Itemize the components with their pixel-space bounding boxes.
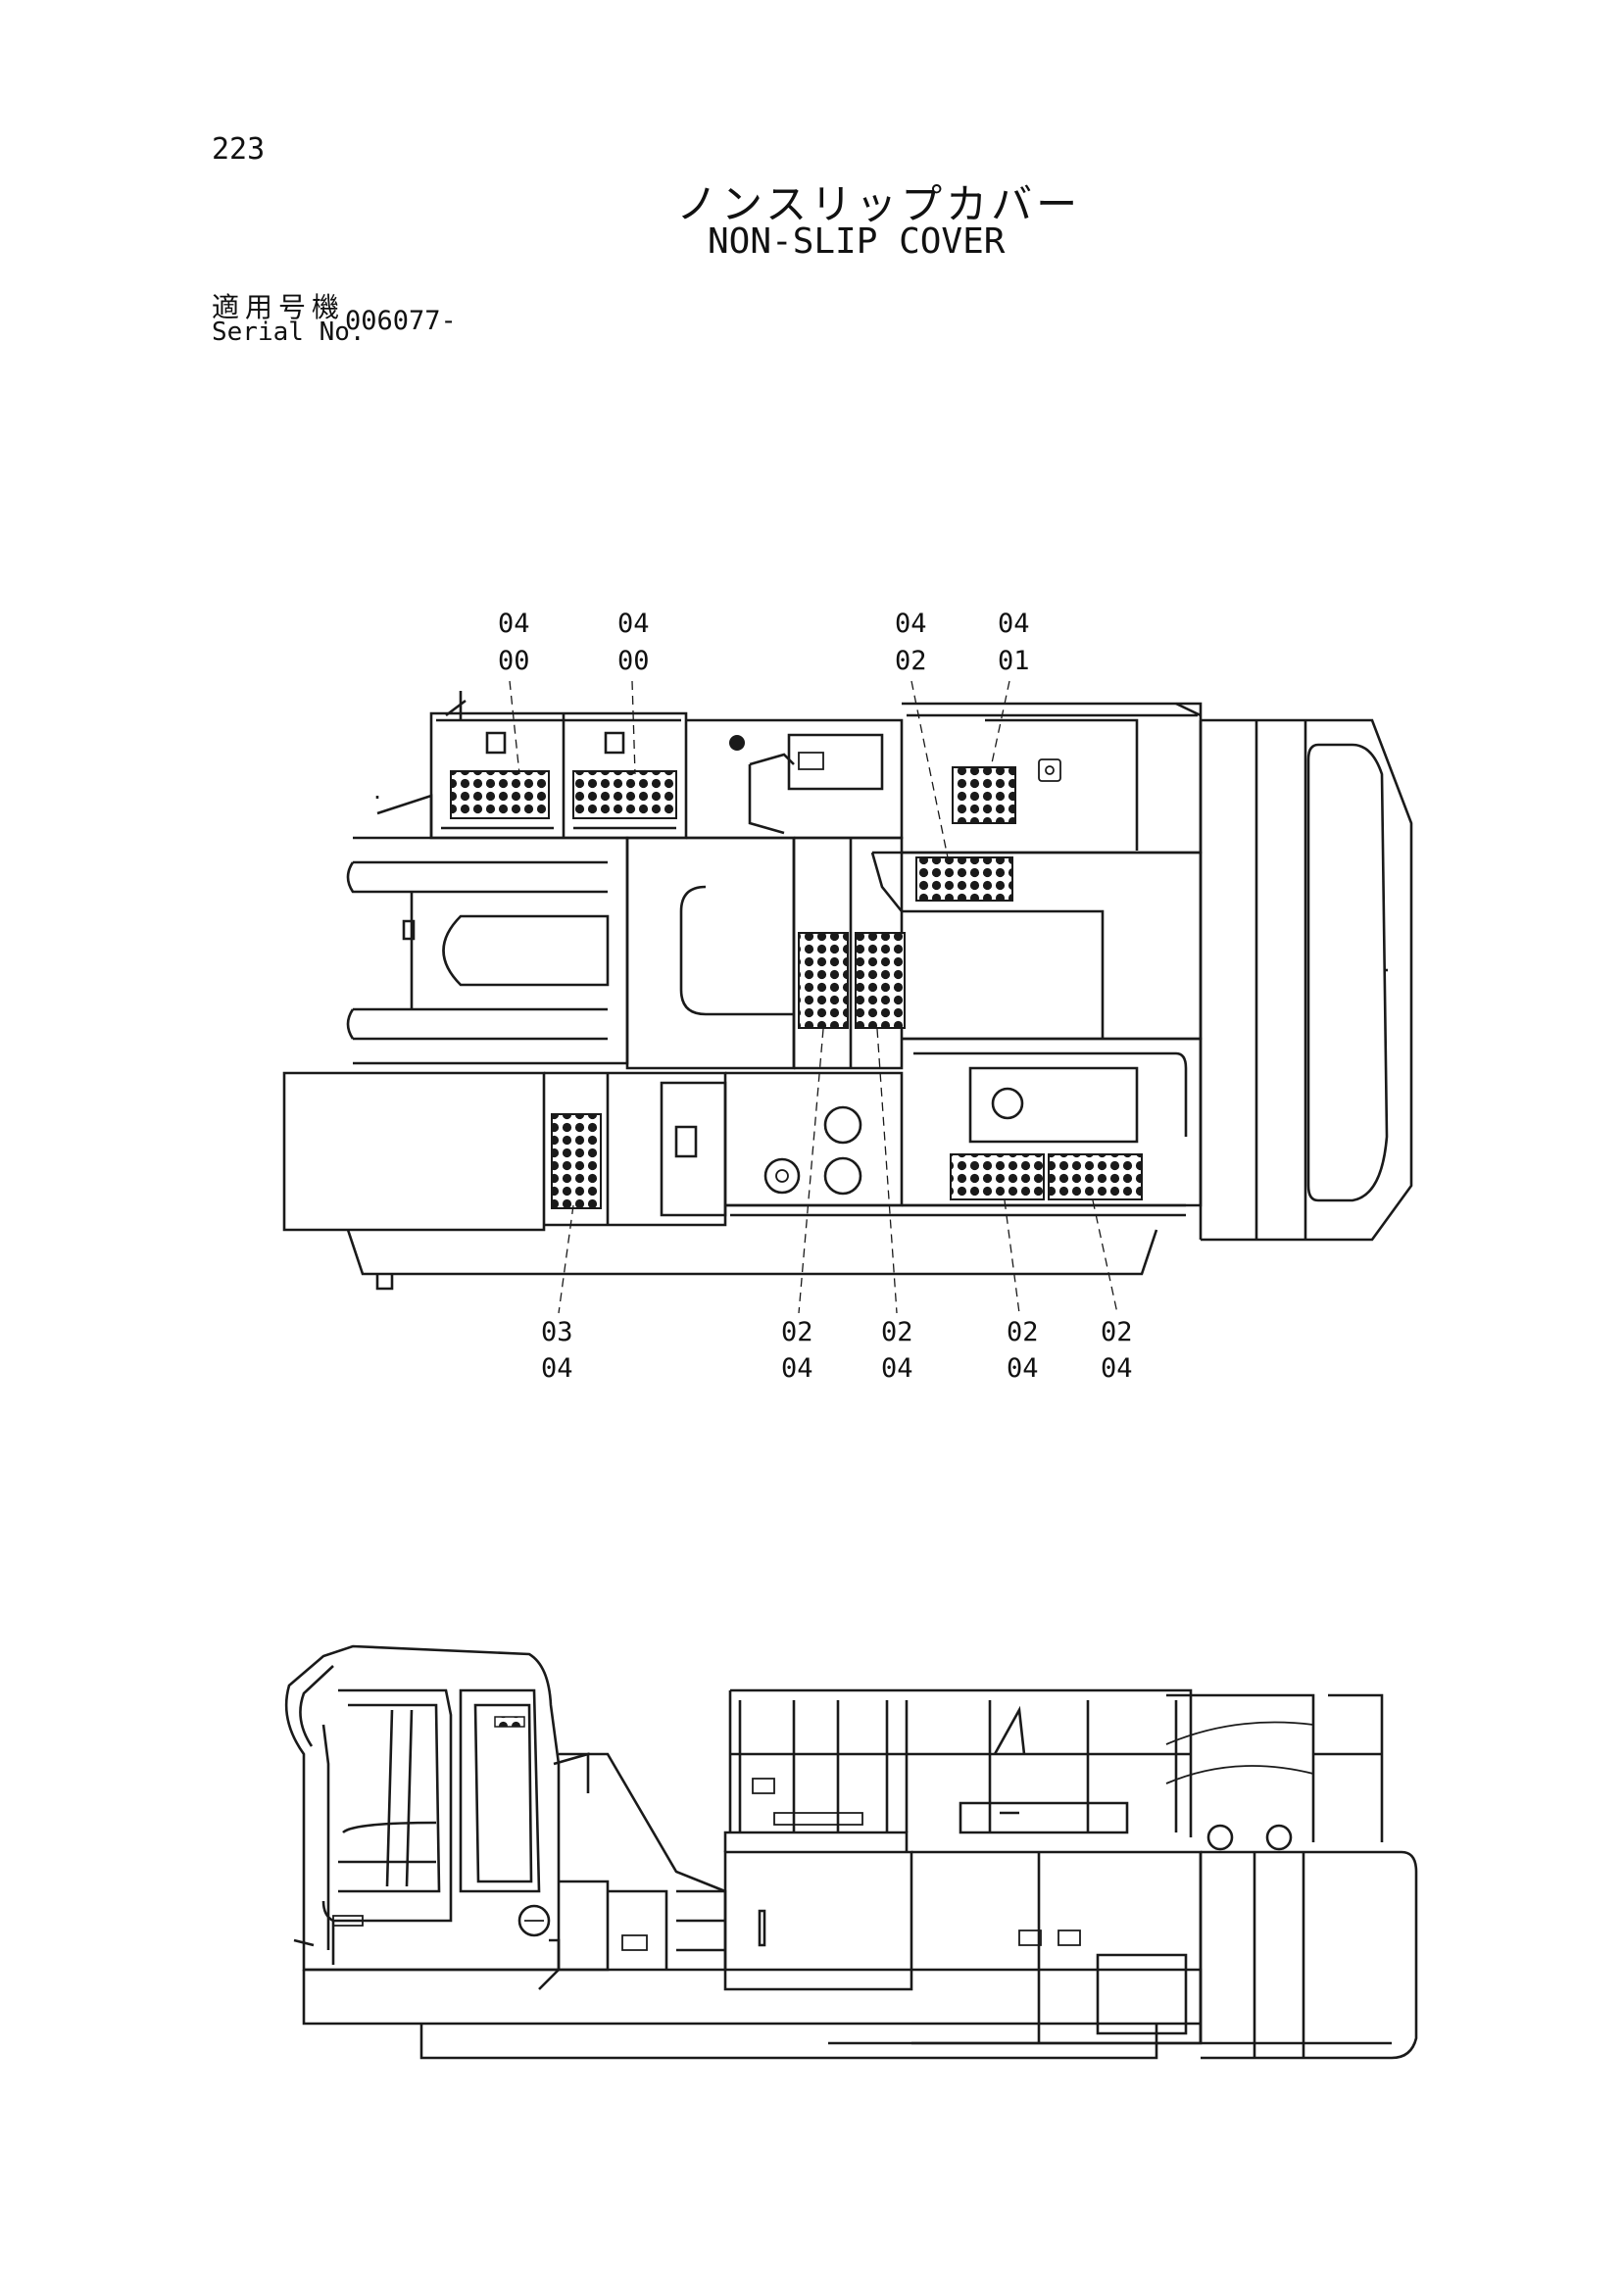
non-slip-plate bbox=[572, 770, 677, 819]
callout-label: 04 bbox=[998, 609, 1030, 639]
non-slip-plate bbox=[855, 932, 906, 1029]
top-view-drawing bbox=[282, 691, 1413, 1291]
page-title-japanese: ノンスリップカバー bbox=[676, 180, 1082, 228]
callout-label: 04 bbox=[881, 1353, 913, 1384]
callout-leaders-top bbox=[509, 680, 1010, 863]
callout-label: 00 bbox=[498, 646, 530, 676]
callout-label: 04 bbox=[781, 1353, 813, 1384]
non-slip-plate bbox=[798, 932, 849, 1029]
callout-label: 02 bbox=[1101, 1317, 1133, 1347]
callout-label: 02 bbox=[895, 646, 927, 676]
non-slip-plate bbox=[450, 770, 550, 819]
callout-label: 00 bbox=[617, 646, 650, 676]
non-slip-plate bbox=[915, 856, 1013, 902]
callout-label: 04 bbox=[895, 609, 927, 639]
callout-leaders-bottom bbox=[558, 1028, 1118, 1314]
page-number: 223 bbox=[212, 132, 266, 167]
callout-label: 04 bbox=[617, 609, 650, 639]
callouts-bottom: 03 04 02 04 02 04 02 04 02 04 bbox=[541, 1317, 1133, 1384]
callout-label: 04 bbox=[541, 1353, 573, 1384]
callout-label: 01 bbox=[998, 646, 1030, 676]
non-slip-plate bbox=[950, 1153, 1045, 1200]
non-slip-plate bbox=[551, 1113, 602, 1209]
callout-label: 04 bbox=[1101, 1353, 1133, 1384]
callout-label: 02 bbox=[1007, 1317, 1039, 1347]
callout-label: 02 bbox=[881, 1317, 913, 1347]
non-slip-plate bbox=[1048, 1153, 1143, 1200]
serial-label: Serial No. bbox=[212, 318, 366, 347]
callout-label: 04 bbox=[498, 609, 530, 639]
serial-number-value: 006077- bbox=[345, 306, 457, 336]
serial-label-japanese: 適用号機 bbox=[212, 291, 346, 323]
non-slip-plate bbox=[952, 766, 1016, 824]
callouts-top: 04 00 04 00 04 02 04 01 bbox=[498, 609, 1030, 676]
callout-label: 03 bbox=[541, 1317, 573, 1347]
callout-label: 02 bbox=[781, 1317, 813, 1347]
side-view-drawing bbox=[284, 1644, 1418, 2060]
page-title: NON-SLIP COVER bbox=[708, 221, 1006, 262]
callout-label: 04 bbox=[1007, 1353, 1039, 1384]
